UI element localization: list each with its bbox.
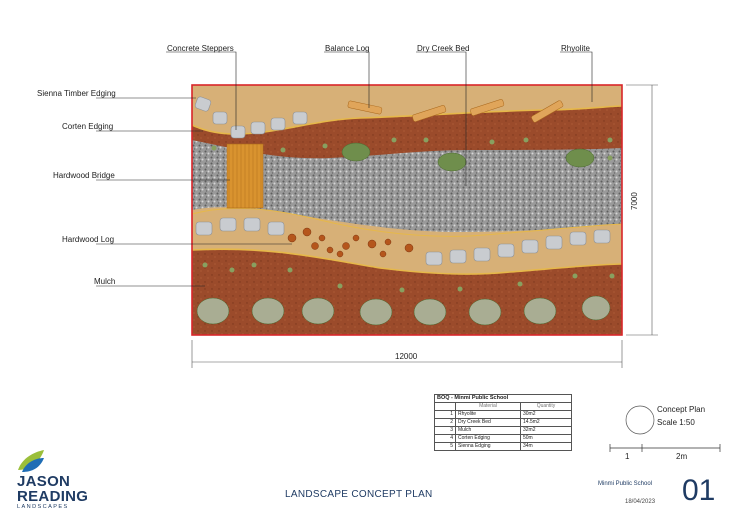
label-hardwood-bridge: Hardwood Bridge <box>53 171 115 180</box>
dimension-lines <box>191 84 658 368</box>
label-rhyolite: Rhyolite <box>561 44 590 53</box>
scale-bar <box>609 444 721 452</box>
concrete-steppers-top <box>194 96 308 139</box>
logo-leaf-icon <box>18 450 44 472</box>
concept-plan-scale: Scale 1:50 <box>657 418 695 427</box>
hardwood-bridge <box>226 143 264 209</box>
school-name: Minmi Public School <box>598 481 653 487</box>
label-sienna-timber-edging: Sienna Timber Edging <box>37 89 116 98</box>
company-logo: JASON READING LANDSCAPES <box>17 474 107 510</box>
label-mulch: Mulch <box>94 277 116 286</box>
boq-table: BOQ - Minmi Public School Material Quant… <box>434 394 572 451</box>
concept-plan-title: Concept Plan <box>657 405 706 414</box>
boq-title: BOQ - Minmi Public School <box>434 394 572 403</box>
logo-line-1: JASON <box>17 473 71 490</box>
hardwood-logs <box>287 227 414 258</box>
sienna-edging <box>191 248 623 275</box>
dry-creek-gravel <box>192 140 622 232</box>
label-balance-log: Balance Log <box>325 44 370 53</box>
sheet-number: 01 <box>682 474 716 507</box>
boq-col-material: Material <box>455 402 521 411</box>
shrubs <box>196 142 611 326</box>
north-circle <box>625 405 655 435</box>
groundcover-plants <box>202 137 615 293</box>
label-concrete-steppers: Concrete Steppers <box>167 44 234 53</box>
scale-label-one: 1 <box>625 452 630 461</box>
boq-col-quantity: Quantity <box>520 402 572 411</box>
dimension-height: 7000 <box>630 192 639 210</box>
label-hardwood-log: Hardwood Log <box>62 235 115 244</box>
mulch-band-bottom <box>192 249 622 335</box>
concrete-steppers-lower <box>195 217 611 266</box>
label-corten-edging: Corten Edging <box>62 122 114 131</box>
logo-line-2: READING <box>17 488 89 505</box>
logo-line-3: LANDSCAPES <box>17 504 69 510</box>
callout-leader-lines <box>96 51 593 287</box>
balance-logs <box>347 99 564 123</box>
scale-label-two: 2m <box>676 452 688 461</box>
label-dry-creek-bed: Dry Creek Bed <box>417 44 470 53</box>
plan-date: 18/04/2023 <box>625 499 656 505</box>
plan-title: LANDSCAPE CONCEPT PLAN <box>285 489 433 500</box>
dimension-width: 12000 <box>395 352 418 361</box>
site-boundary <box>191 84 623 336</box>
rhyolite-path-lower <box>192 208 622 273</box>
